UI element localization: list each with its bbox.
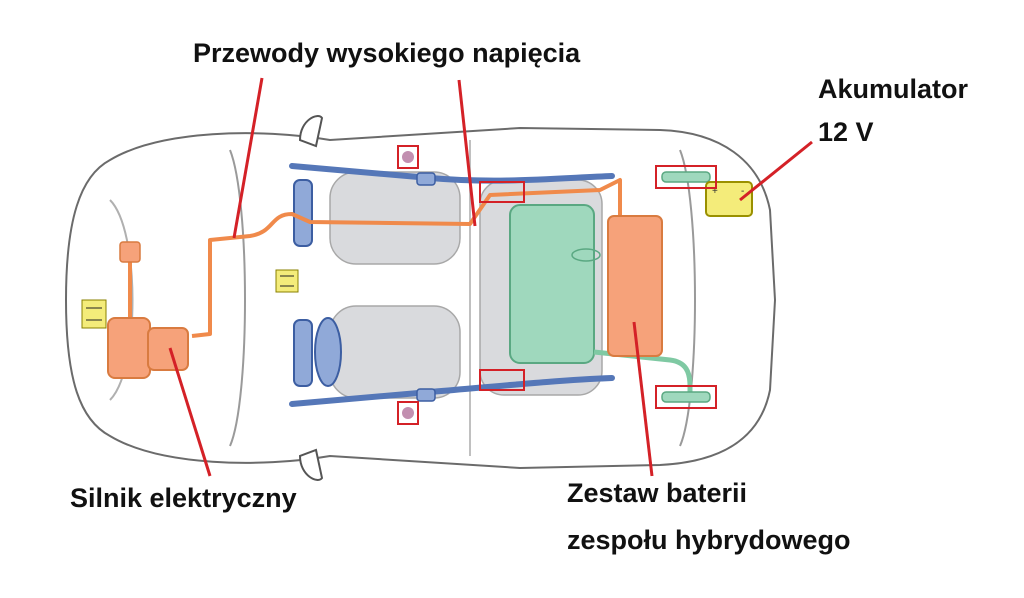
sensor-dot-top bbox=[402, 151, 414, 163]
electric-motor bbox=[108, 318, 150, 378]
side-sensor-bottom bbox=[417, 389, 435, 401]
label-electric-motor: Silnik elektryczny bbox=[70, 483, 297, 514]
label-high-voltage-cables: Przewody wysokiego napięcia bbox=[193, 38, 580, 69]
resistor-warning-icon-front bbox=[82, 300, 106, 328]
tank-fitting bbox=[662, 172, 710, 182]
label-hybrid-pack-line2: zespołu hybrydowego bbox=[567, 525, 851, 556]
side-sensor-top bbox=[417, 173, 435, 185]
inverter-small bbox=[120, 242, 140, 262]
label-battery-12v-line1: Akumulator bbox=[818, 74, 968, 105]
label-battery-12v-line2: 12 V bbox=[818, 117, 874, 148]
hybrid-fuel-tank bbox=[510, 205, 594, 363]
power-control-unit bbox=[148, 328, 188, 370]
airbag-module bbox=[315, 318, 341, 386]
label-hybrid-pack-line1: Zestaw baterii bbox=[567, 478, 747, 509]
front-seat-left bbox=[330, 172, 460, 264]
tank-fitting-2 bbox=[662, 392, 710, 402]
steering-column bbox=[294, 180, 312, 246]
front-seat-right bbox=[330, 306, 460, 398]
sensor-dot-bottom bbox=[402, 407, 414, 419]
steering-column-2 bbox=[294, 320, 312, 386]
resistor-warning-icon bbox=[276, 270, 298, 292]
